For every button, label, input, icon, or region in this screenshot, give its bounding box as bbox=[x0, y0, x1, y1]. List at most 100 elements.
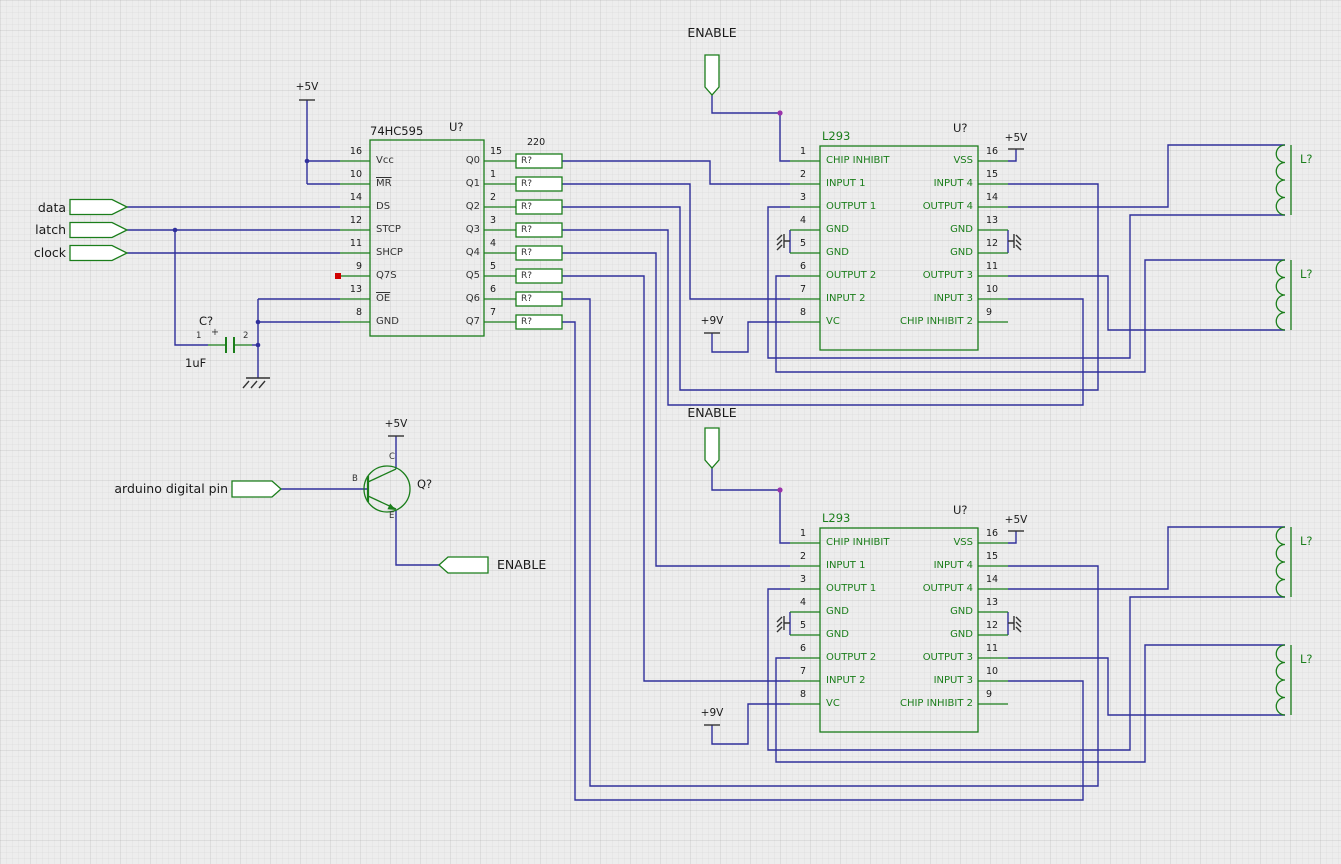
ground-symbol[interactable] bbox=[1008, 616, 1022, 633]
ic-74hc595-pin-number: 10 bbox=[349, 169, 362, 180]
transistor-emitter-label: E bbox=[389, 511, 395, 521]
ic-l293-1-pin-number: 16 bbox=[986, 146, 999, 157]
ic-l293-2-pin-stubs[interactable] bbox=[790, 542, 1008, 705]
wire[interactable] bbox=[1008, 149, 1017, 162]
ic-l293-1-body[interactable] bbox=[819, 145, 979, 351]
ic-74hc595-body[interactable] bbox=[369, 139, 485, 337]
inductor-refdes[interactable]: L? bbox=[1300, 152, 1313, 166]
wire[interactable] bbox=[711, 703, 790, 745]
resistor-body[interactable] bbox=[515, 291, 563, 307]
bendpoint-dot[interactable] bbox=[777, 110, 783, 116]
ground-symbol[interactable] bbox=[776, 616, 790, 633]
net-flag-data[interactable] bbox=[69, 198, 129, 216]
ic-l293-1-pin-stubs[interactable] bbox=[790, 160, 1008, 323]
ic-l293-1-pin-name: INPUT 3 bbox=[933, 293, 973, 304]
resistor-body[interactable] bbox=[515, 245, 563, 261]
inductor-coil-3[interactable] bbox=[1275, 526, 1292, 598]
net-flag-clock[interactable] bbox=[69, 244, 129, 262]
wire[interactable] bbox=[767, 588, 1285, 751]
wire[interactable] bbox=[1008, 144, 1285, 208]
ic-74hc595-pin-number: 12 bbox=[349, 215, 362, 226]
wire[interactable] bbox=[562, 252, 790, 567]
wires-group[interactable] bbox=[127, 95, 1285, 801]
transistor-refdes[interactable]: Q? bbox=[417, 477, 433, 491]
net-flag-enable-top[interactable] bbox=[704, 54, 720, 96]
resistor-body[interactable] bbox=[515, 222, 563, 238]
capacitor[interactable] bbox=[208, 337, 252, 353]
ic-l293-1-pin-number: 1 bbox=[799, 146, 806, 157]
wire[interactable] bbox=[174, 230, 208, 346]
inductor-coil-4[interactable] bbox=[1275, 644, 1292, 716]
junction-dot bbox=[304, 158, 310, 164]
wire[interactable] bbox=[1008, 657, 1285, 716]
wire[interactable] bbox=[1008, 531, 1017, 544]
wire[interactable] bbox=[562, 183, 790, 300]
ground-symbol[interactable] bbox=[1008, 234, 1022, 251]
inductor-coil-1[interactable] bbox=[1275, 144, 1292, 216]
inductor-coil-2[interactable] bbox=[1275, 259, 1292, 331]
ic-74hc595-pin-name: SHCP bbox=[376, 247, 403, 258]
ic-74hc595-pin-number: 5 bbox=[490, 261, 497, 272]
wire[interactable] bbox=[711, 321, 790, 353]
resistor-refdes: R? bbox=[521, 248, 533, 258]
wire[interactable] bbox=[562, 275, 790, 682]
wire[interactable] bbox=[767, 206, 1285, 359]
ic-74hc595-pin-name: Vcc bbox=[376, 155, 394, 166]
ic-l293-1-pin-name: GND bbox=[826, 247, 849, 258]
resistor-body[interactable] bbox=[515, 268, 563, 284]
ic-74hc595-pin-number: 11 bbox=[349, 238, 362, 249]
inductor-refdes[interactable]: L? bbox=[1300, 267, 1313, 281]
ic-l293-1-refdes[interactable]: U? bbox=[953, 121, 968, 135]
capacitor-pin2-label: 2 bbox=[243, 331, 249, 341]
ic-l293-2-refdes[interactable]: U? bbox=[953, 503, 968, 517]
ic-l293-1-pin-name: OUTPUT 4 bbox=[922, 201, 973, 212]
net-label-enable-out: ENABLE bbox=[497, 557, 547, 572]
ic-l293-2-body[interactable] bbox=[819, 527, 979, 733]
net-flag-enable-mid[interactable] bbox=[704, 427, 720, 469]
resistor-body[interactable] bbox=[515, 153, 563, 169]
wire[interactable] bbox=[562, 321, 1084, 801]
power-5v-label: +5V bbox=[1004, 514, 1028, 526]
ic-74hc595-pin-number: 14 bbox=[349, 192, 362, 203]
wire[interactable] bbox=[395, 510, 439, 566]
wire[interactable] bbox=[562, 298, 1099, 787]
bendpoint-dot[interactable] bbox=[777, 487, 783, 493]
ground-symbol[interactable] bbox=[242, 377, 270, 389]
resistor-body[interactable] bbox=[515, 199, 563, 215]
inductor-refdes[interactable]: L? bbox=[1300, 534, 1313, 548]
ground-symbol[interactable] bbox=[776, 234, 790, 251]
ic-74hc595-pin-number: 8 bbox=[355, 307, 362, 318]
capacitor-pin1-label: 1 bbox=[196, 331, 202, 341]
ic-l293-2-title: L293 bbox=[822, 511, 851, 525]
ic-74hc595-pin-name: Q5 bbox=[465, 270, 480, 281]
transistor[interactable] bbox=[363, 465, 411, 513]
wire[interactable] bbox=[562, 160, 790, 185]
ic-74hc595-pin-stubs[interactable] bbox=[340, 160, 516, 323]
net-flag-latch[interactable] bbox=[69, 221, 129, 239]
net-label-arduino-pin: arduino digital pin bbox=[114, 481, 228, 496]
ic-74hc595-refdes[interactable]: U? bbox=[449, 120, 464, 134]
wire[interactable] bbox=[1008, 275, 1285, 331]
ic-l293-2-pin-name: VC bbox=[826, 698, 840, 709]
capacitor-refdes[interactable]: C? bbox=[199, 314, 214, 328]
resistor-body[interactable] bbox=[515, 314, 563, 330]
inductor-refdes[interactable]: L? bbox=[1300, 652, 1313, 666]
resistor-body[interactable] bbox=[515, 176, 563, 192]
ic-l293-1-pin-name: OUTPUT 2 bbox=[826, 270, 877, 281]
ic-l293-1-pin-number: 11 bbox=[986, 261, 999, 272]
ic-l293-1-pin-name: INPUT 4 bbox=[933, 178, 973, 189]
wire[interactable] bbox=[562, 183, 1099, 391]
wire[interactable] bbox=[775, 644, 1285, 763]
unconnected-pin-marker bbox=[335, 273, 341, 279]
net-flag-enable-out[interactable] bbox=[438, 556, 489, 574]
ic-l293-2-pin-number: 3 bbox=[799, 574, 806, 585]
wire[interactable] bbox=[1008, 526, 1285, 590]
ic-l293-2-pin-number: 11 bbox=[986, 643, 999, 654]
ic-74hc595-pin-name: OE bbox=[376, 293, 391, 304]
wire[interactable] bbox=[775, 259, 1285, 373]
net-flag-arduino-pin[interactable] bbox=[231, 480, 282, 498]
ic-l293-2-pin-number: 8 bbox=[799, 689, 806, 700]
ic-l293-1-pin-name: OUTPUT 1 bbox=[826, 201, 877, 212]
wire[interactable] bbox=[562, 229, 1084, 406]
components-group bbox=[69, 54, 1292, 733]
